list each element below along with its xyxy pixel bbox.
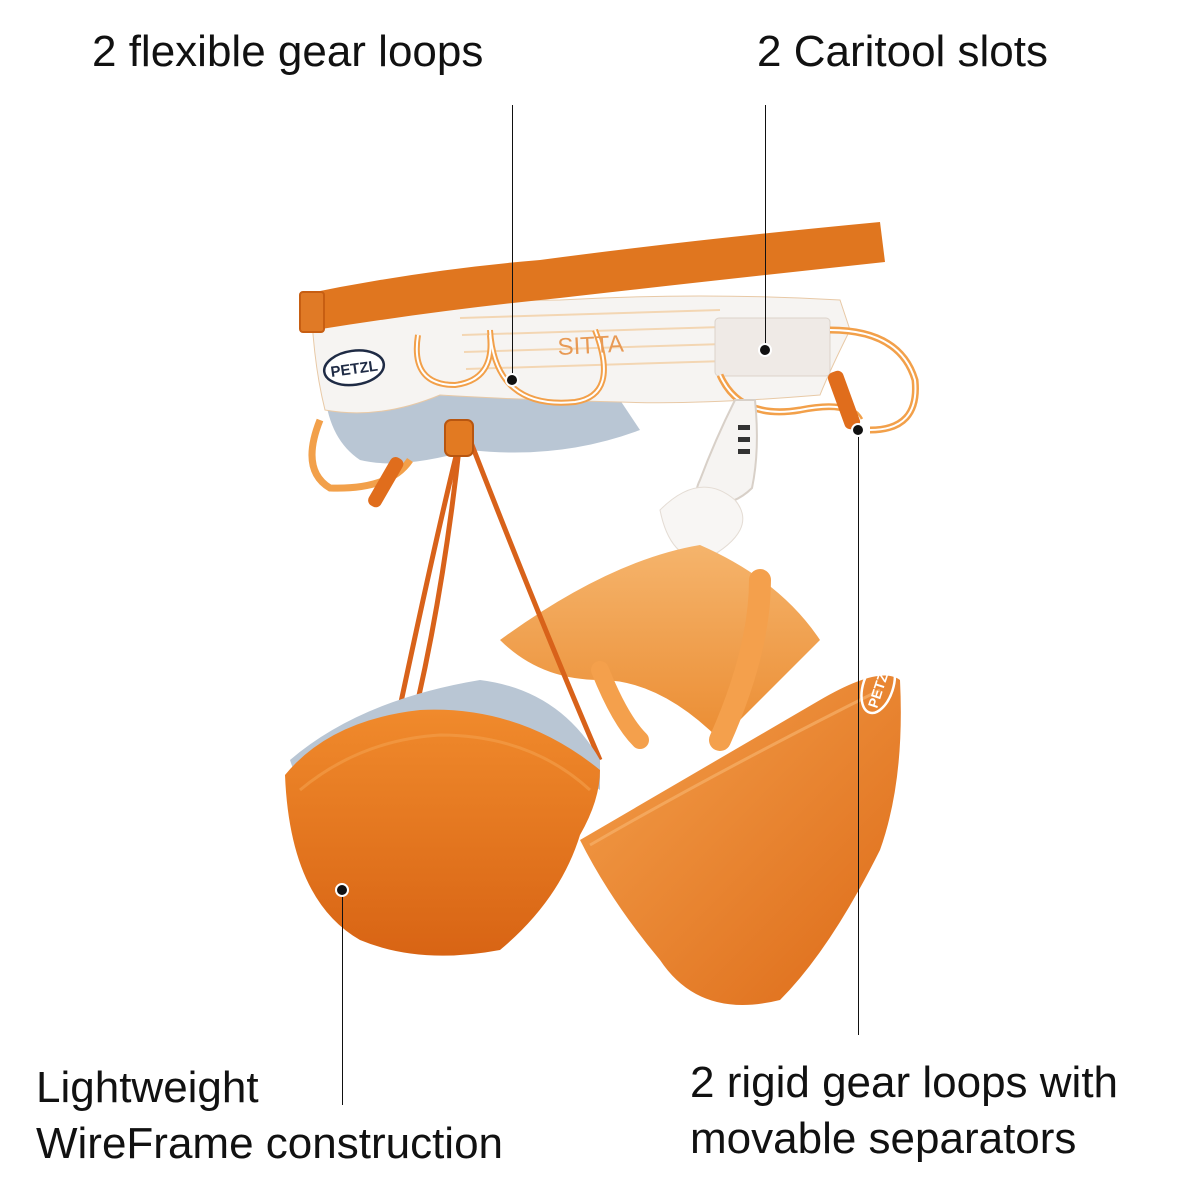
callout-wireframe-line2: WireFrame construction: [36, 1119, 504, 1168]
leader-dot-flexible-loops: [505, 373, 519, 387]
belay-loop-marks: [738, 425, 750, 454]
waist-inner-padding: [325, 395, 640, 464]
leader-line-wireframe: [342, 890, 343, 1105]
leg-strut-left: [591, 661, 649, 749]
gear-loop-separator: [827, 370, 861, 430]
callout-rigid-loops-line1: 2 rigid gear loops with: [690, 1058, 1119, 1107]
caritool-slot-patch: [714, 317, 831, 377]
callout-flexible-gear-loops: 2 flexible gear loops: [92, 27, 484, 76]
callout-wireframe-line1: Lightweight: [36, 1063, 259, 1112]
panel-stripes: [459, 309, 727, 370]
waist-orange-band: [300, 222, 885, 330]
leader-dot-rigid-loops: [851, 423, 865, 437]
left-buckle-tab: [299, 291, 325, 333]
leader-line-caritool: [765, 105, 766, 350]
leader-line-rigid-loops: [858, 430, 859, 1035]
callout-caritool-slots: 2 Caritool slots: [757, 27, 1049, 76]
riser-buckle: [444, 419, 474, 457]
leader-dot-caritool: [758, 343, 772, 357]
leg-strut-right: [709, 569, 771, 751]
left-leg-loop: [285, 709, 600, 956]
belay-connector: [659, 486, 744, 561]
svg-text:PETZL: PETZL: [330, 358, 379, 381]
gear-loop-separator-left: [368, 457, 404, 508]
callout-rigid-loops-line2: movable separators: [690, 1114, 1077, 1163]
leader-dot-wireframe: [335, 883, 349, 897]
leader-line-flexible-loops: [512, 105, 513, 380]
petzl-logo-waist: PETZL: [322, 349, 386, 387]
model-name-print: SITTA: [557, 331, 625, 361]
right-leg-loop: [580, 675, 901, 1005]
